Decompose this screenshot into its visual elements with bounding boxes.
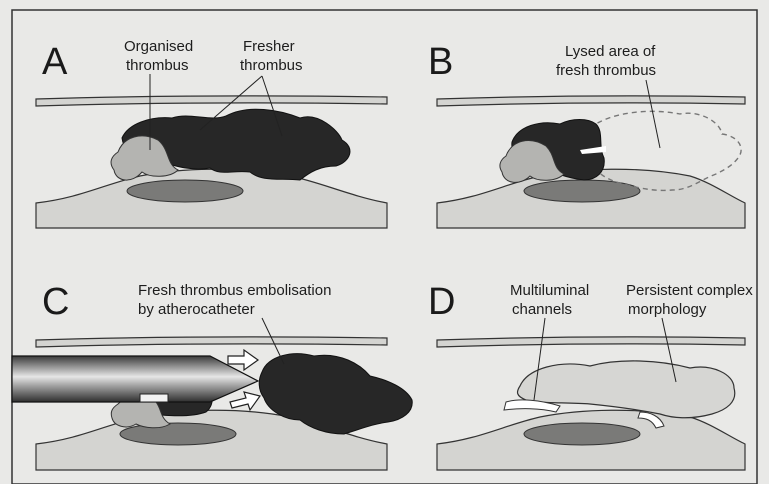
- label-organised-line1: Organised: [124, 38, 193, 55]
- label-lysed-line2: fresh thrombus: [556, 62, 656, 79]
- atherocatheter: [12, 356, 258, 402]
- label-fresher-line2: thrombus: [240, 57, 303, 74]
- label-embolisation-line2: by atherocatheter: [138, 301, 255, 318]
- label-fresher-line1: Fresher: [243, 38, 295, 55]
- panel-b: B Lysed area of fresh thrombus: [428, 41, 745, 228]
- label-organised-line2: thrombus: [126, 57, 189, 74]
- vessel-wall-top-b: [437, 96, 745, 106]
- vessel-wall-top-c: [36, 337, 387, 347]
- label-persistent-line1: Persistent complex: [626, 282, 753, 299]
- plaque-core-d: [524, 423, 640, 445]
- panel-c: C Fresh thrombus embolisation by atheroc…: [12, 281, 412, 470]
- push-arrow-lower: [230, 392, 260, 410]
- label-persistent-line2: morphology: [628, 301, 707, 318]
- panel-a: A Organised thrombus Fresher thrombus: [36, 38, 387, 228]
- label-multiluminal-line2: channels: [512, 301, 572, 318]
- push-arrow-upper: [228, 350, 258, 370]
- plaque-core: [127, 180, 243, 202]
- panel-d-letter: D: [428, 281, 455, 323]
- panel-b-letter: B: [428, 41, 453, 83]
- panel-d: D Multiluminal channels Persistent compl…: [428, 281, 753, 470]
- plaque-core-b: [524, 180, 640, 202]
- vessel-wall-top: [36, 96, 387, 106]
- catheter-window: [140, 394, 168, 402]
- plaque-core-c: [120, 423, 236, 445]
- pointer-lysed: [646, 80, 660, 148]
- vessel-wall-top-d: [437, 337, 745, 347]
- label-multiluminal-line1: Multiluminal: [510, 282, 589, 299]
- panel-c-letter: C: [42, 281, 69, 323]
- label-embolisation-line1: Fresh thrombus embolisation: [138, 282, 331, 299]
- label-lysed-line1: Lysed area of: [565, 43, 656, 60]
- panel-a-letter: A: [42, 41, 68, 83]
